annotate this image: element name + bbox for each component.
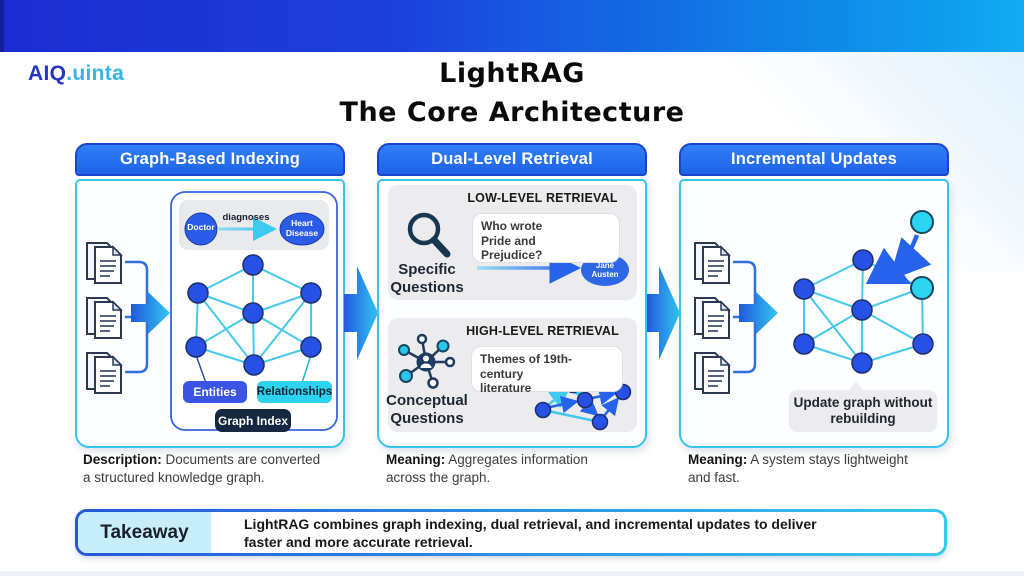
- low-level-query: Who wrote Pride and Prejudice?: [472, 213, 620, 263]
- answer-label: Jane Austen: [591, 261, 619, 279]
- takeaway-label: Takeaway: [78, 512, 211, 553]
- indexing-caption: Description: Documents are converted a s…: [83, 452, 321, 485]
- flow-arrow-icon: [344, 266, 378, 360]
- high-level-title: HIGH-LEVEL RETRIEVAL: [466, 324, 619, 338]
- panel-incremental-updates: Incremental Updates: [679, 143, 949, 448]
- high-level-query: Themes of 19th-century literature: [471, 346, 623, 395]
- doctor-label: Doctor: [187, 222, 215, 232]
- retrieval-panel-header: Dual-Level Retrieval: [377, 143, 647, 176]
- updates-caption: Meaning: A system stays lightweight and …: [688, 452, 908, 485]
- brand-logo: AIQ.uinta: [28, 62, 124, 86]
- conceptual-questions-label: Conceptual Questions: [386, 392, 468, 427]
- main-title: LightRAG: [439, 58, 585, 89]
- update-tooltip: Update graph without rebuilding: [789, 390, 937, 432]
- predicate-label: diagnoses: [222, 212, 270, 223]
- panel-dual-level-retrieval: Dual-Level Retrieval: [377, 143, 647, 448]
- top-banner: [0, 0, 1024, 52]
- relationships-badge: Relationships: [257, 381, 332, 403]
- entities-badge: Entities: [183, 381, 247, 403]
- graph-index-badge: Graph Index: [215, 409, 291, 432]
- takeaway-bar: Takeaway LightRAG combines graph indexin…: [75, 509, 947, 556]
- specific-questions-label: Specific Questions: [390, 261, 464, 296]
- heart-disease-label: Heart Disease: [285, 218, 319, 238]
- takeaway-text: LightRAG combines graph indexing, dual r…: [244, 515, 817, 550]
- indexing-panel-header: Graph-Based Indexing: [75, 143, 345, 176]
- brand-logo-primary: AIQ: [28, 62, 67, 85]
- low-level-title: LOW-LEVEL RETRIEVAL: [467, 191, 618, 205]
- updates-panel-header: Incremental Updates: [679, 143, 949, 176]
- subtitle: The Core Architecture: [339, 97, 685, 128]
- flow-arrow-icon: [646, 266, 680, 360]
- brand-logo-secondary: .uinta: [66, 62, 125, 85]
- tooltip-pointer: [847, 382, 865, 391]
- bottom-strip: [0, 571, 1024, 576]
- panel-graph-based-indexing: Graph-Based Indexing: [75, 143, 345, 448]
- retrieval-caption: Meaning: Aggregates information across t…: [386, 452, 588, 485]
